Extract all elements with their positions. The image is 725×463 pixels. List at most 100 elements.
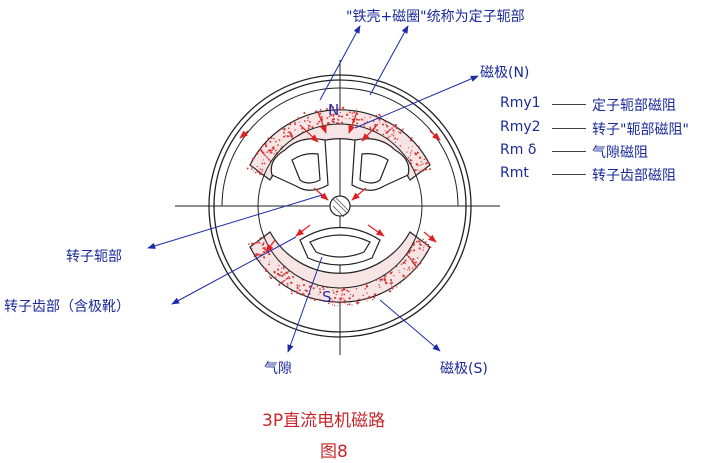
label-pole-s: 磁极(S) bbox=[440, 361, 488, 377]
magnet-speckle bbox=[425, 252, 427, 254]
magnet-speckle bbox=[287, 275, 290, 278]
magnet-speckle bbox=[390, 278, 392, 281]
magnet-speckle bbox=[333, 304, 336, 307]
magnet-speckle bbox=[337, 118, 340, 121]
magnet-speckle bbox=[294, 129, 296, 131]
magnet-speckle bbox=[379, 121, 381, 123]
magnet-speckle bbox=[309, 297, 312, 300]
magnet-speckle bbox=[393, 137, 396, 140]
magnet-speckle bbox=[356, 302, 359, 305]
magnet-speckle bbox=[365, 285, 369, 288]
magnet-speckle bbox=[255, 241, 258, 244]
legend-symbol: Rmy2 bbox=[500, 119, 541, 135]
magnet-speckle bbox=[332, 113, 335, 116]
magnet-speckle bbox=[384, 275, 386, 278]
magnet-speckle bbox=[369, 297, 372, 299]
legend-row: Rmt 转子齿部磁阻 bbox=[500, 165, 720, 185]
magnet-speckle bbox=[366, 120, 368, 123]
magnet-speckle bbox=[261, 168, 264, 171]
magnet-speckle bbox=[386, 117, 388, 119]
magnet-speckle bbox=[254, 171, 257, 174]
magnet-speckle bbox=[262, 242, 265, 244]
magnet-speckle bbox=[393, 132, 395, 134]
magnet-speckle bbox=[369, 126, 371, 128]
magnet-speckle bbox=[270, 277, 273, 280]
magnet-speckle bbox=[375, 114, 378, 117]
magnet-speckle bbox=[423, 241, 427, 244]
magnet-speckle bbox=[281, 281, 283, 283]
magnet-speckle bbox=[401, 128, 404, 131]
magnet-speckle bbox=[409, 154, 411, 156]
magnet-speckle bbox=[296, 287, 299, 290]
leader-lines bbox=[147, 25, 479, 353]
legend-dash bbox=[552, 174, 586, 175]
magnet-speckle bbox=[275, 276, 277, 278]
magnet-speckle bbox=[343, 293, 346, 296]
magnet-speckle bbox=[395, 127, 398, 130]
legend-description: 定子轭部磁阻 bbox=[592, 98, 676, 114]
magnet-speckle bbox=[269, 140, 272, 143]
magnet-speckle bbox=[273, 137, 275, 140]
magnet-speckle bbox=[422, 163, 424, 165]
magnet-speckle bbox=[376, 280, 378, 282]
pole-n-marker: N bbox=[328, 101, 339, 119]
magnet-speckle bbox=[391, 133, 393, 136]
magnet-speckle bbox=[308, 285, 312, 288]
magnet-speckle bbox=[285, 278, 288, 280]
magnet-speckle bbox=[302, 292, 304, 295]
magnet-speckle bbox=[418, 170, 420, 172]
magnet-speckle bbox=[259, 237, 261, 239]
magnet-speckle bbox=[412, 258, 415, 261]
magnet-speckle bbox=[312, 287, 315, 290]
magnet-speckle bbox=[425, 241, 427, 243]
magnet-speckle bbox=[250, 168, 253, 170]
magnet-speckle bbox=[353, 111, 356, 114]
legend-description: 转子齿部磁阻 bbox=[592, 168, 676, 184]
magnet-speckle bbox=[411, 150, 413, 152]
magnet-speckle bbox=[318, 293, 320, 295]
magnet-speckle bbox=[404, 259, 407, 262]
magnet-speckle bbox=[391, 127, 393, 130]
magnet-speckle bbox=[348, 303, 351, 306]
magnet-speckle bbox=[251, 242, 254, 245]
magnet-speckle bbox=[319, 291, 322, 294]
magnet-speckle bbox=[414, 264, 417, 267]
magnet-speckle bbox=[408, 147, 410, 149]
magnet-speckle bbox=[404, 262, 406, 264]
magnet-speckle bbox=[420, 163, 422, 165]
magnet-speckle bbox=[419, 243, 421, 246]
magnet-speckle bbox=[345, 117, 347, 120]
magnet-speckle bbox=[360, 118, 363, 121]
magnet-speckle bbox=[277, 144, 279, 146]
magnet-speckle bbox=[341, 115, 344, 118]
magnet-speckle bbox=[334, 297, 336, 299]
magnet-speckle bbox=[333, 291, 335, 294]
magnet-speckle bbox=[251, 247, 253, 249]
magnet-speckle bbox=[303, 120, 306, 122]
magnet-speckle bbox=[407, 275, 410, 277]
legend-description: 转子"轭部磁阻" bbox=[592, 122, 689, 138]
magnet-speckle bbox=[335, 293, 337, 296]
magnet-speckle bbox=[283, 131, 285, 134]
magnet-speckle bbox=[341, 121, 344, 124]
magnet-speckle bbox=[328, 105, 332, 109]
magnet-speckle bbox=[347, 291, 350, 293]
magnet-speckle bbox=[403, 260, 405, 262]
magnet-speckle bbox=[386, 130, 389, 134]
magnet-speckle bbox=[336, 118, 339, 120]
legend-dash bbox=[552, 151, 586, 152]
magnet-speckle bbox=[409, 258, 412, 260]
magnet-speckle bbox=[260, 149, 263, 152]
magnet-speckle bbox=[406, 151, 408, 153]
magnet-speckle bbox=[369, 127, 372, 130]
legend-symbol: Rm δ bbox=[500, 142, 537, 158]
magnet-speckle bbox=[341, 289, 344, 292]
magnet-speckle bbox=[267, 158, 269, 160]
magnet-speckle bbox=[352, 295, 354, 298]
legend-row: Rmy1 定子轭部磁阻 bbox=[500, 95, 720, 115]
magnet-speckle bbox=[355, 287, 358, 290]
magnet-speckle bbox=[373, 121, 375, 123]
magnet-speckle bbox=[333, 110, 336, 112]
magnet-speckle bbox=[330, 113, 333, 117]
